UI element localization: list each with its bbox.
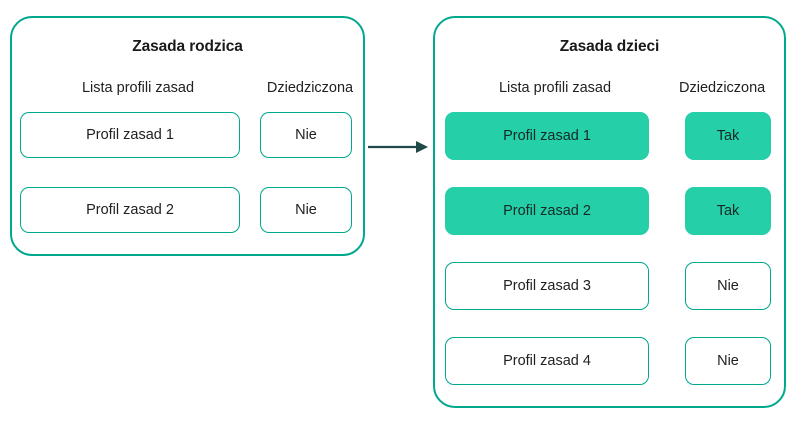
child-profile-cell-4[interactable]: Profil zasad 4 xyxy=(445,337,649,385)
parent-column-headers: Lista profili zasad Dziedziczona xyxy=(20,80,355,102)
table-row: Profil zasad 2 Tak xyxy=(435,187,784,235)
table-row: Profil zasad 2 Nie xyxy=(12,187,363,233)
child-column-header-profiles: Lista profili zasad xyxy=(498,80,612,96)
arrow-right-icon xyxy=(368,138,430,156)
child-profile-cell-1[interactable]: Profil zasad 1 xyxy=(445,112,649,160)
parent-policy-title: Zasada rodzica xyxy=(132,38,243,55)
child-profile-cell-3[interactable]: Profil zasad 3 xyxy=(445,262,649,310)
parent-profile-cell-2[interactable]: Profil zasad 2 xyxy=(20,187,240,233)
parent-column-header-inherited: Dziedziczona xyxy=(266,80,354,96)
child-inherited-cell-2[interactable]: Tak xyxy=(685,187,771,235)
parent-inherited-cell-1[interactable]: Nie xyxy=(260,112,352,158)
table-row: Profil zasad 4 Nie xyxy=(435,337,784,385)
child-inherited-cell-3[interactable]: Nie xyxy=(685,262,771,310)
child-column-headers: Lista profili zasad Dziedziczona xyxy=(443,80,776,102)
child-inherited-cell-4[interactable]: Nie xyxy=(685,337,771,385)
child-column-header-inherited: Dziedziczona xyxy=(679,80,766,96)
table-row: Profil zasad 1 Nie xyxy=(12,112,363,158)
parent-inherited-cell-2[interactable]: Nie xyxy=(260,187,352,233)
parent-policy-panel: Zasada rodzica Lista profili zasad Dzied… xyxy=(10,16,365,256)
child-profile-cell-2[interactable]: Profil zasad 2 xyxy=(445,187,649,235)
table-row: Profil zasad 1 Tak xyxy=(435,112,784,160)
parent-column-header-profiles: Lista profili zasad xyxy=(81,80,195,96)
parent-profile-cell-1[interactable]: Profil zasad 1 xyxy=(20,112,240,158)
child-policy-panel: Zasada dzieci Lista profili zasad Dziedz… xyxy=(433,16,786,408)
child-policy-title: Zasada dzieci xyxy=(559,38,660,55)
table-row: Profil zasad 3 Nie xyxy=(435,262,784,310)
child-inherited-cell-1[interactable]: Tak xyxy=(685,112,771,160)
